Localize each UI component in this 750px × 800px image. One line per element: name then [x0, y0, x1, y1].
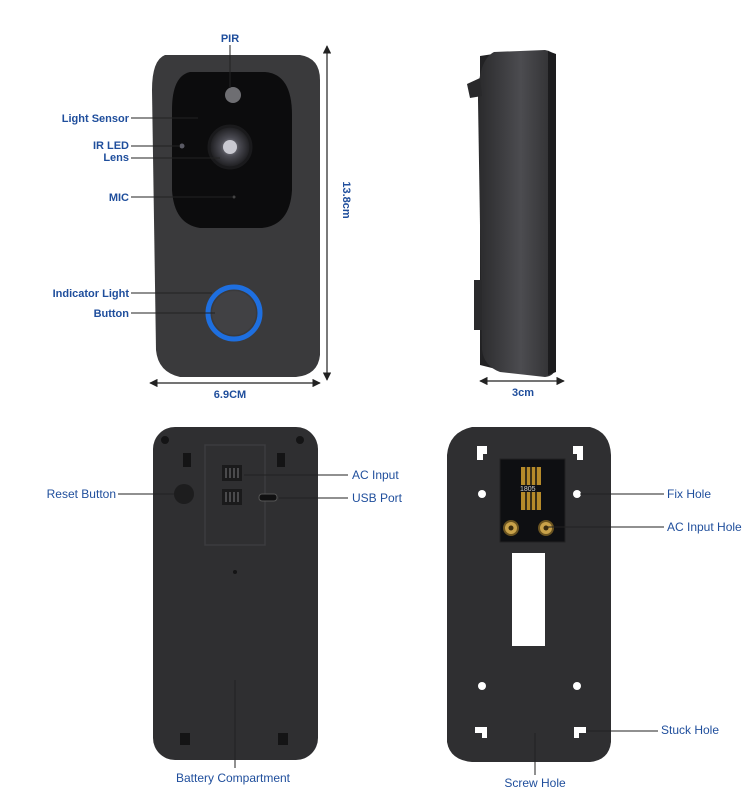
- label-lens: Lens: [103, 152, 129, 164]
- fix-hole-right-top: [573, 490, 581, 498]
- fix-hole-right-bottom: [573, 682, 581, 690]
- back-slot-tr: [277, 453, 285, 467]
- side-view: [467, 50, 556, 377]
- plate-tab-tr: [573, 446, 583, 460]
- doorbell-button: [212, 291, 256, 335]
- usb-port: [258, 493, 278, 502]
- fix-hole-left-bottom: [478, 682, 486, 690]
- label-stuck-hole: Stuck Hole: [661, 723, 719, 737]
- label-pir: PIR: [221, 33, 239, 45]
- side-pir-bump: [467, 78, 482, 98]
- label-width: 6.9CM: [214, 389, 246, 401]
- back-slot-br: [278, 733, 288, 745]
- fix-hole-left-top: [478, 490, 486, 498]
- label-ac-input: AC Input: [352, 468, 399, 482]
- side-front-edge: [548, 51, 556, 375]
- plate-cutout: [512, 553, 545, 646]
- label-mic: MIC: [109, 192, 129, 204]
- label-reset-button: Reset Button: [47, 487, 116, 501]
- label-ac-input-hole: AC Input Hole: [667, 520, 742, 534]
- lens-center: [223, 140, 237, 154]
- front-view: [152, 55, 320, 377]
- stuck-hole-right: [574, 727, 586, 738]
- reset-button: [174, 484, 194, 504]
- ac-terminal-pins: [225, 468, 239, 502]
- ac-terminal-1: [222, 465, 242, 481]
- mic-hole: [232, 195, 236, 199]
- back-hole-tr: [296, 436, 304, 444]
- label-battery-compartment: Battery Compartment: [176, 771, 291, 785]
- back-slot-tl: [183, 453, 191, 467]
- back-small-hole: [233, 570, 237, 574]
- back-body: [153, 427, 318, 760]
- label-button: Button: [94, 308, 130, 320]
- back-slot-bl: [180, 733, 190, 745]
- side-bottom-notch: [474, 280, 482, 330]
- plate-tab-tl: [477, 446, 487, 460]
- label-indicator-light: Indicator Light: [53, 288, 130, 300]
- label-ir-led: IR LED: [93, 140, 129, 152]
- back-hole-tl: [161, 436, 169, 444]
- label-height: 13.8cm: [340, 181, 352, 219]
- label-usb-port: USB Port: [352, 491, 403, 505]
- board-contact-gaps: [525, 467, 537, 510]
- label-screw-hole: Screw Hole: [504, 776, 566, 790]
- label-light-sensor: Light Sensor: [62, 113, 130, 125]
- side-body: [478, 50, 556, 377]
- ac-hole-center-right: [543, 525, 549, 531]
- pir-sensor: [225, 87, 241, 103]
- ir-led: [179, 143, 185, 149]
- back-view: [153, 427, 318, 760]
- stuck-hole-left: [475, 727, 487, 738]
- board-marking: 1805: [520, 486, 536, 493]
- ac-hole-center-left: [508, 525, 514, 531]
- label-fix-hole: Fix Hole: [667, 487, 711, 501]
- label-depth: 3cm: [512, 387, 534, 399]
- ac-terminal-2: [222, 489, 242, 505]
- mounting-plate: 1805: [447, 427, 611, 762]
